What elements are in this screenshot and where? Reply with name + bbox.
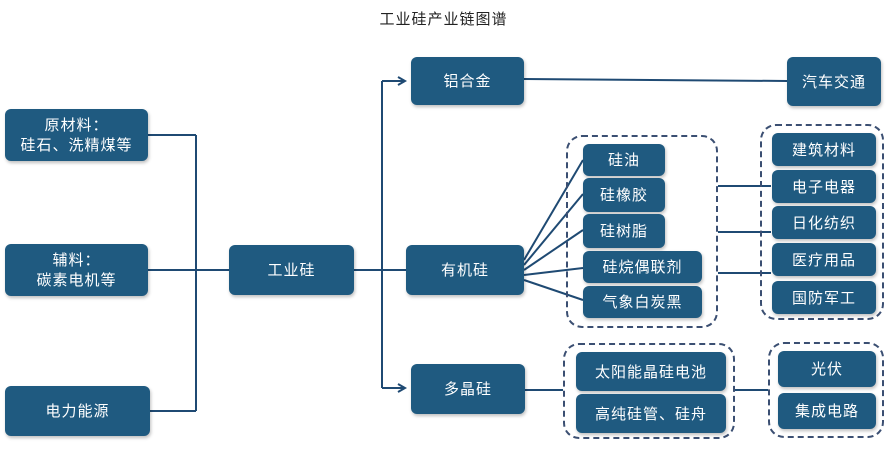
organic-product-1: 硅油 bbox=[583, 144, 665, 176]
power-energy-node: 电力能源 bbox=[5, 386, 150, 436]
application-building-materials: 建筑材料 bbox=[772, 133, 876, 166]
auxiliary-label: 辅料： bbox=[52, 251, 101, 269]
industrial-silicon-node: 工业硅 bbox=[229, 245, 354, 295]
application-photovoltaic: 光伏 bbox=[778, 351, 876, 387]
application-automotive: 汽车交通 bbox=[787, 57, 881, 106]
organic-product-2: 硅橡胶 bbox=[583, 178, 665, 212]
raw-material-node: 原材料： 硅石、洗精煤等 bbox=[5, 109, 148, 161]
raw-material-items: 硅石、洗精煤等 bbox=[20, 136, 133, 154]
application-medical: 医疗用品 bbox=[772, 243, 876, 276]
application-integrated-circuit: 集成电路 bbox=[778, 393, 876, 429]
organic-silicon-node: 有机硅 bbox=[406, 245, 524, 295]
organic-product-4: 硅烷偶联剂 bbox=[583, 251, 702, 283]
application-defense: 国防军工 bbox=[772, 281, 876, 314]
organic-applications-group bbox=[760, 124, 884, 320]
application-electronics: 电子电器 bbox=[772, 170, 876, 203]
diagram-title: 工业硅产业链图谱 bbox=[379, 10, 508, 28]
organic-products-group bbox=[566, 135, 718, 328]
auxiliary-material-node: 辅料： 碳素电机等 bbox=[5, 244, 148, 296]
aluminum-alloy-node: 铝合金 bbox=[411, 57, 524, 105]
auxiliary-items: 碳素电机等 bbox=[36, 271, 117, 289]
poly-product-1: 太阳能晶硅电池 bbox=[576, 352, 726, 391]
poly-applications-group bbox=[768, 342, 884, 438]
poly-products-group bbox=[563, 343, 735, 439]
application-textiles: 日化纺织 bbox=[772, 206, 876, 239]
raw-material-label: 原材料： bbox=[44, 116, 109, 134]
poly-product-2: 高纯硅管、硅舟 bbox=[576, 394, 726, 433]
organic-product-3: 硅树脂 bbox=[583, 214, 665, 248]
organic-product-5: 气象白炭黑 bbox=[583, 286, 702, 318]
polysilicon-node: 多晶硅 bbox=[411, 364, 525, 414]
